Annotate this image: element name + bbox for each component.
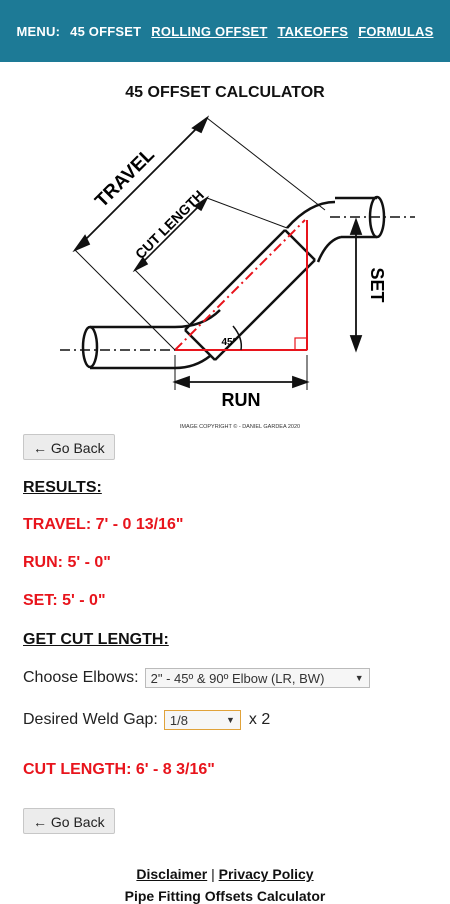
diagonal-pipe	[174, 200, 342, 370]
run-result: RUN: 5' - 0"	[23, 554, 111, 571]
nav-current-45-offset[interactable]: 45 OFFSET	[70, 23, 142, 39]
nav-link-takeoffs[interactable]: TAKEOFFS	[277, 23, 349, 39]
privacy-policy-link[interactable]: Privacy Policy	[218, 866, 314, 882]
red-centerline	[174, 219, 308, 351]
chevron-down-icon: ▼	[225, 715, 235, 725]
elbows-row: Choose Elbows: 2" - 45º & 90º Elbow (LR,…	[23, 668, 370, 688]
angle-arc	[232, 325, 243, 351]
set-result: SET: 5' - 0"	[23, 592, 106, 609]
offset-diagram: TRAVEL CUT LENGTH SET RUN 45° IMAGE COPY…	[60, 115, 415, 430]
cut-length-label: CUT LENGTH	[132, 187, 207, 262]
image-copyright: IMAGE COPYRIGHT © - DANIEL GARDEA 2020	[180, 423, 300, 430]
footer-separator: |	[211, 866, 215, 882]
elbows-select-value: 2" - 45º & 90º Elbow (LR, BW)	[150, 670, 325, 686]
run-dimension	[172, 355, 310, 390]
menu-label: MENU:	[16, 23, 61, 39]
angle-label: 45°	[221, 337, 236, 348]
elbows-select[interactable]: 2" - 45º & 90º Elbow (LR, BW) ▼	[144, 668, 370, 688]
centerlines	[60, 216, 415, 351]
weld-gap-label: Desired Weld Gap:	[23, 711, 158, 728]
weld-gap-select-value: 1/8	[169, 712, 188, 728]
go-back-button-bottom[interactable]: ← Go Back	[23, 808, 115, 834]
page-title: 45 OFFSET CALCULATOR	[125, 84, 325, 101]
travel-result: TRAVEL: 7' - 0 13/16"	[23, 516, 184, 533]
weld-gap-row: Desired Weld Gap: 1/8 ▼ x 2	[23, 710, 270, 730]
travel-dimension	[72, 115, 326, 351]
weld-gap-select[interactable]: 1/8 ▼	[163, 710, 241, 730]
nav-link-rolling-offset[interactable]: ROLLING OFFSET	[151, 23, 268, 39]
cut-length-result: CUT LENGTH: 6' - 8 3/16"	[23, 761, 215, 778]
run-label: RUN	[222, 390, 261, 410]
left-pipe	[81, 309, 221, 370]
elbows-label: Choose Elbows:	[23, 669, 139, 686]
footer-app-name: Pipe Fitting Offsets Calculator	[124, 888, 326, 904]
cut-length-heading: GET CUT LENGTH:	[23, 631, 169, 648]
weld-gap-multiplier: x 2	[248, 711, 271, 728]
results-heading: RESULTS:	[23, 479, 102, 496]
set-dimension	[349, 217, 363, 353]
footer-links: Disclaimer | Privacy Policy	[0, 866, 450, 882]
disclaimer-link[interactable]: Disclaimer	[136, 866, 208, 882]
chevron-down-icon: ▼	[354, 673, 364, 683]
top-nav-bar: MENU: 45 OFFSET ROLLING OFFSET TAKEOFFS …	[0, 0, 450, 62]
go-back-button[interactable]: ← Go Back	[23, 434, 115, 460]
travel-label: TRAVEL	[91, 144, 159, 212]
set-label: SET	[367, 267, 387, 302]
nav-link-formulas[interactable]: FORMULAS	[358, 23, 434, 39]
cut-length-dimension	[132, 195, 288, 326]
